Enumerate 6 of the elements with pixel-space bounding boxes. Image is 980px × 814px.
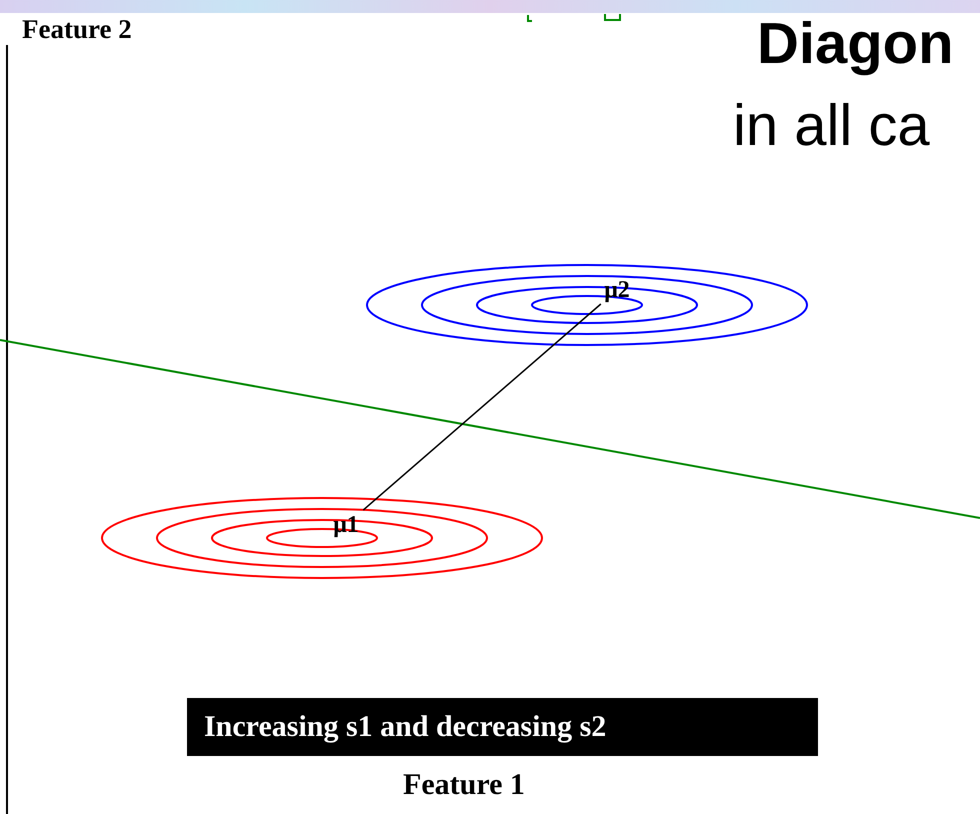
slide-heading: Diagon xyxy=(757,10,954,77)
axis-label: Feature 2 xyxy=(22,14,132,45)
caption-banner: Increasing s1 and decreasing s2 xyxy=(187,698,818,756)
slide-heading-text: in all ca xyxy=(733,92,930,159)
connector-line xyxy=(362,303,602,511)
axis-label: Feature 1 xyxy=(403,768,525,802)
